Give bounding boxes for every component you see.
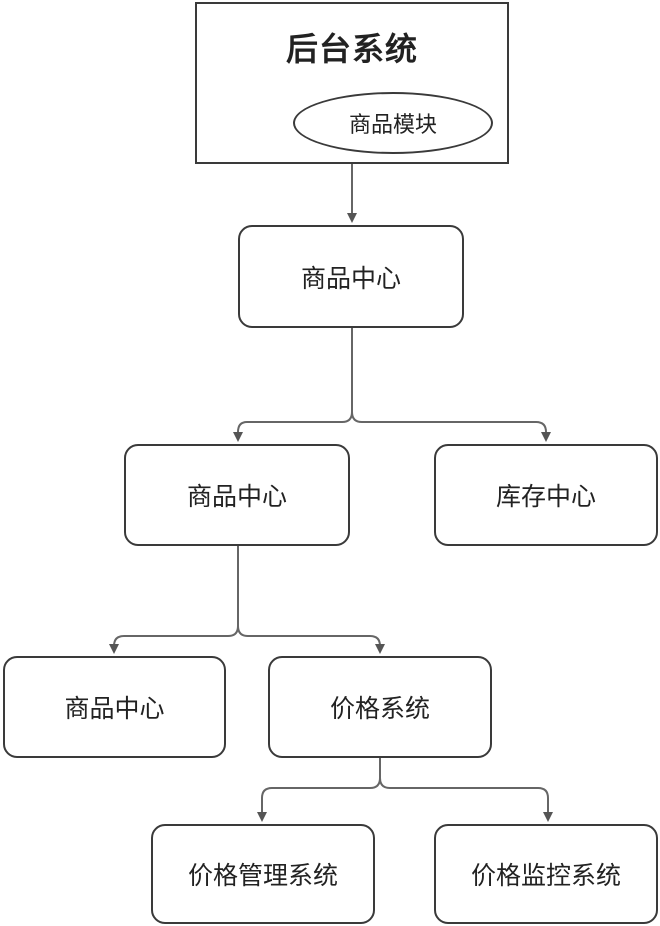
level3-right-node: 价格系统 xyxy=(268,656,492,758)
branch-level1 xyxy=(233,328,353,442)
branch-level2 xyxy=(109,546,239,654)
level2-left-node: 商品中心 xyxy=(124,444,350,546)
branch-level3-right xyxy=(379,777,553,822)
level1-node: 商品中心 xyxy=(238,225,464,328)
branch-level1-right xyxy=(351,411,551,442)
branch-level2-right xyxy=(237,625,385,654)
root-box: 后台系统 商品模块 xyxy=(195,2,509,164)
root-title: 后台系统 xyxy=(285,30,418,68)
level3-left-node: 商品中心 xyxy=(3,656,226,758)
module-ellipse: 商品模块 xyxy=(293,92,493,154)
level2-right-node: 库存中心 xyxy=(434,444,658,546)
branch-level3 xyxy=(257,758,381,822)
level4-left-node: 价格管理系统 xyxy=(151,824,375,924)
level4-right-node: 价格监控系统 xyxy=(434,824,658,924)
